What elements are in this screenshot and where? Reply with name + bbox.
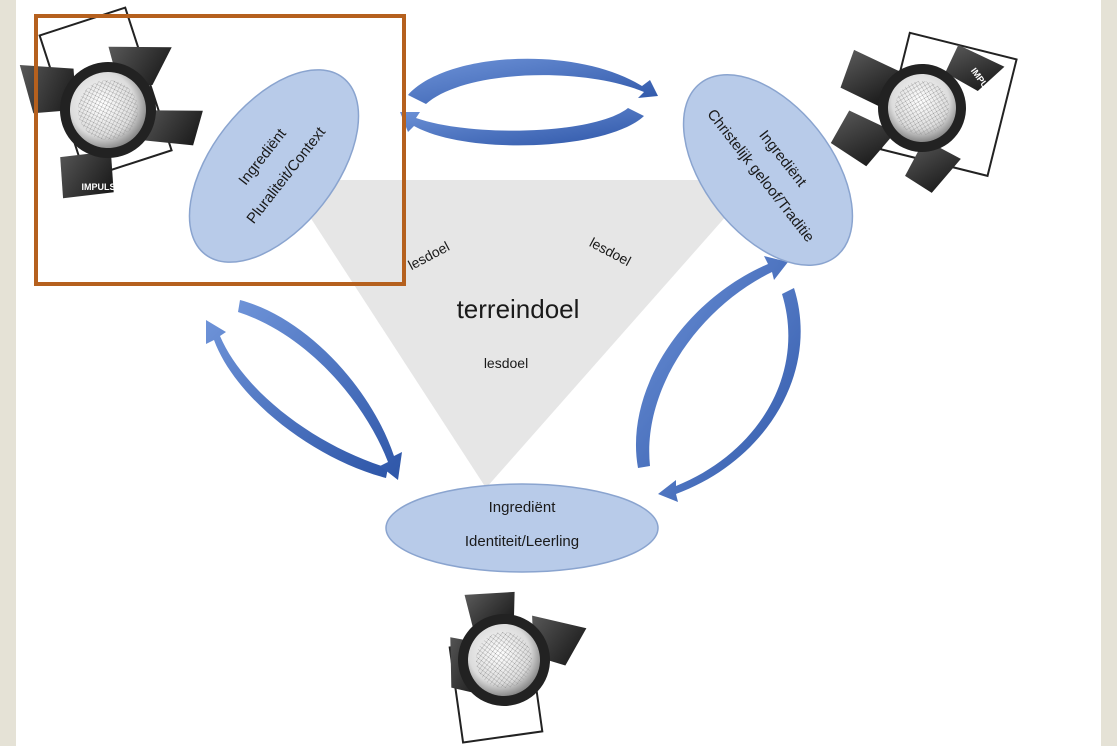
spotlight-top-left-label: IMPULS — [81, 182, 115, 192]
arrow-top-lower — [400, 108, 644, 146]
spotlight-bottom-icon: IMPULS — [448, 591, 587, 744]
arrows-top — [400, 58, 658, 146]
spotlight-top-left-icon: IMPULS — [19, 6, 203, 199]
didactic-triangle-diagram: Ingrediënt Pluraliteit/Context Ingrediën… — [19, 6, 1018, 744]
highlight-box — [34, 14, 406, 286]
spotlight-top-right-icon: IMPULS — [830, 31, 1018, 193]
arrow-right-inner — [635, 256, 788, 468]
arrow-left-outer — [206, 320, 388, 478]
ingredient-bottom-line1: Ingrediënt — [489, 499, 557, 516]
arrow-right-outer — [658, 288, 801, 502]
ingredient-left: Ingrediënt Pluraliteit/Context — [188, 69, 360, 263]
lesdoel-bottom-label: lesdoel — [484, 355, 528, 371]
diagram-frame: Ingrediënt Pluraliteit/Context Ingrediën… — [16, 0, 1101, 746]
terreindoel-label: terreindoel — [457, 294, 580, 324]
arrow-top-upper — [408, 58, 658, 104]
ingredient-bottom: Ingrediënt Identiteit/Leerling — [385, 483, 659, 573]
ingredient-right: Ingrediënt Christelijk geloof/Traditie — [682, 74, 854, 266]
spotlight-bottom-label: IMPULS — [500, 708, 535, 723]
arrows-right — [635, 256, 801, 502]
arrows-left — [206, 300, 402, 480]
arrow-left-inner — [238, 300, 402, 480]
ingredient-bottom-line2: Identiteit/Leerling — [465, 533, 579, 550]
